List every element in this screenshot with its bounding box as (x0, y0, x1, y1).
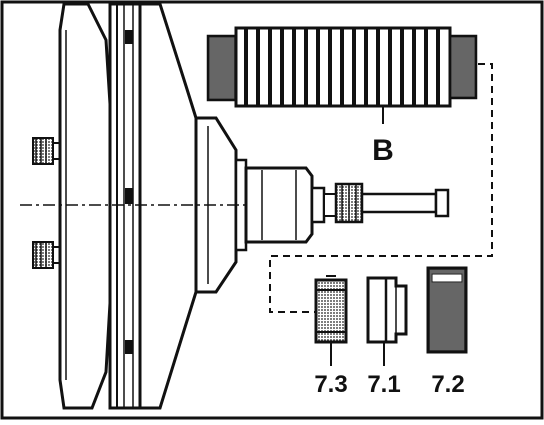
label-7-1: 7.1 (367, 371, 400, 398)
valve-housing (244, 166, 314, 244)
threaded-clevis-nut (334, 182, 364, 224)
rubber-boot (206, 26, 478, 108)
booster-rear-shell (138, 2, 198, 410)
boot-label: B (372, 134, 394, 167)
label-7-3: 7.3 (314, 371, 347, 398)
booster-front-shell (58, 2, 118, 410)
part-7-1 (366, 276, 408, 344)
label-7-2: 7.2 (431, 371, 464, 398)
dashed-connector (269, 63, 493, 313)
part-7-3 (314, 275, 348, 344)
part-7-2 (426, 266, 468, 354)
push-rod-assembly (244, 166, 450, 244)
brake-booster (20, 2, 300, 410)
push-rod (360, 192, 438, 214)
push-rod-end (434, 188, 450, 218)
